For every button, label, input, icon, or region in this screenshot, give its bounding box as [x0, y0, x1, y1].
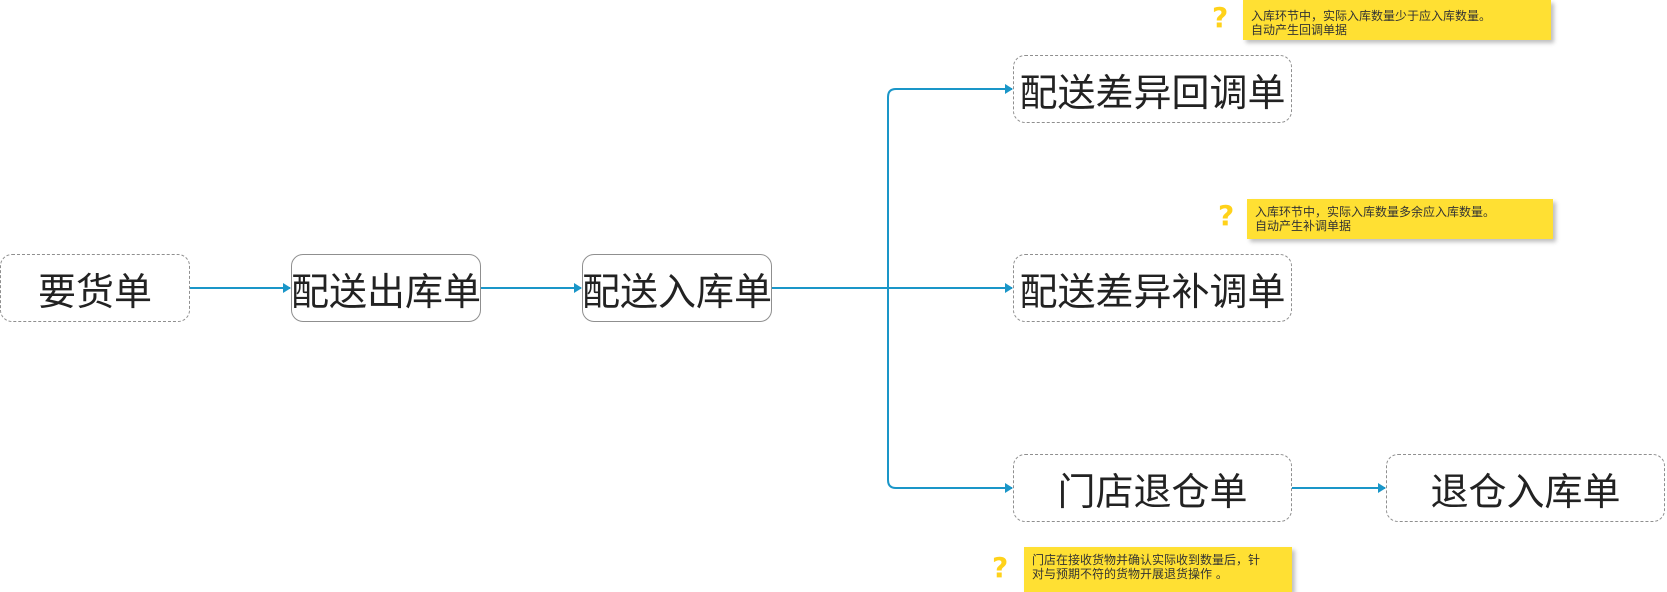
question-mark-icon[interactable]: ? [1212, 1, 1229, 34]
note-butiao-line-2: 自动产生补调单据 [1255, 219, 1352, 233]
note-huitiao: 入库环节中，实际入库数量少于应入库数量。 自动产生回调单据 [1243, 0, 1551, 40]
note-tuicang: 门店在接收货物并确认实际收到数量后，针 对与预期不符的货物开展退货操作 。 [1024, 547, 1292, 592]
connector-branch-down-to-tuicang [887, 288, 1013, 493]
node-yaohuo[interactable]: 要货单 [0, 254, 190, 322]
note-huitiao-line-1: 入库环节中，实际入库数量少于应入库数量。 [1251, 9, 1492, 23]
node-peisong-chuku[interactable]: 配送出库单 [291, 254, 481, 322]
node-peisong-ruku[interactable]: 配送入库单 [582, 254, 772, 322]
connector-branch-up-to-huitiao [887, 84, 1013, 288]
node-mendian-tuicang[interactable]: 门店退仓单 [1013, 454, 1292, 522]
note-butiao: 入库环节中，实际入库数量多余应入库数量。 自动产生补调单据 [1247, 199, 1553, 239]
note-tuicang-line-1: 门店在接收货物并确认实际收到数量后，针 [1032, 553, 1261, 567]
note-huitiao-line-2: 自动产生回调单据 [1251, 23, 1348, 37]
question-mark-icon[interactable]: ? [1218, 199, 1235, 232]
question-mark-icon[interactable]: ? [992, 551, 1009, 584]
node-chayi-huitiao[interactable]: 配送差异回调单 [1013, 55, 1292, 123]
note-tuicang-line-2: 对与预期不符的货物开展退货操作 。 [1032, 567, 1228, 581]
node-chayi-butiao[interactable]: 配送差异补调单 [1013, 254, 1292, 322]
node-tuicang-ruku[interactable]: 退仓入库单 [1386, 454, 1665, 522]
note-butiao-line-1: 入库环节中，实际入库数量多余应入库数量。 [1255, 205, 1496, 219]
